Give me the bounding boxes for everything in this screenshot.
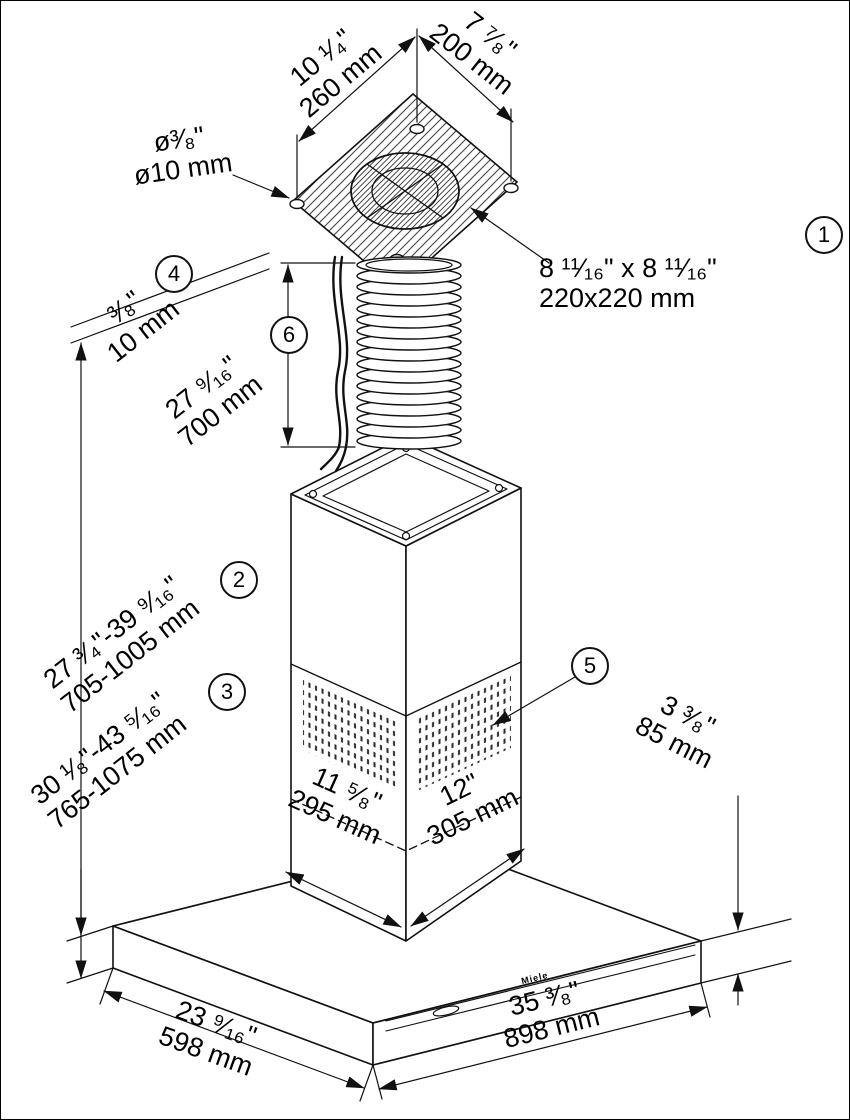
- dim-ceiling-plate-size: 8 ¹¹⁄₁₆" x 8 ¹¹⁄₁₆" 220x220 mm: [539, 253, 829, 313]
- power-cable-drawing: [319, 255, 349, 473]
- mounting-hole: [289, 198, 305, 210]
- telescope-dashed-line: [290, 796, 522, 852]
- callout-5: 5: [571, 647, 609, 685]
- chimney-seam: [290, 661, 522, 717]
- mounting-hole: [503, 182, 519, 194]
- dim-inches: 8 ¹¹⁄₁₆" x 8 ¹¹⁄₁₆": [539, 253, 717, 283]
- callout-4: 4: [155, 255, 193, 293]
- vent-perforation-right: [415, 676, 511, 792]
- dimension-lines: [66, 28, 792, 1102]
- ceiling-plate-drawing: [289, 93, 519, 290]
- mounting-frame-drawing: [290, 435, 522, 547]
- callout-1: 1: [805, 216, 843, 254]
- chimney-drawing: [290, 487, 522, 942]
- vent-perforation-left: [303, 678, 397, 792]
- dim-mm: 220x220 mm: [539, 283, 696, 314]
- flex-duct-drawing: [356, 256, 462, 450]
- callout-3: 3: [208, 673, 246, 711]
- mounting-hole: [409, 123, 425, 135]
- callout-2: 2: [220, 561, 258, 599]
- callout-6: 6: [270, 316, 308, 354]
